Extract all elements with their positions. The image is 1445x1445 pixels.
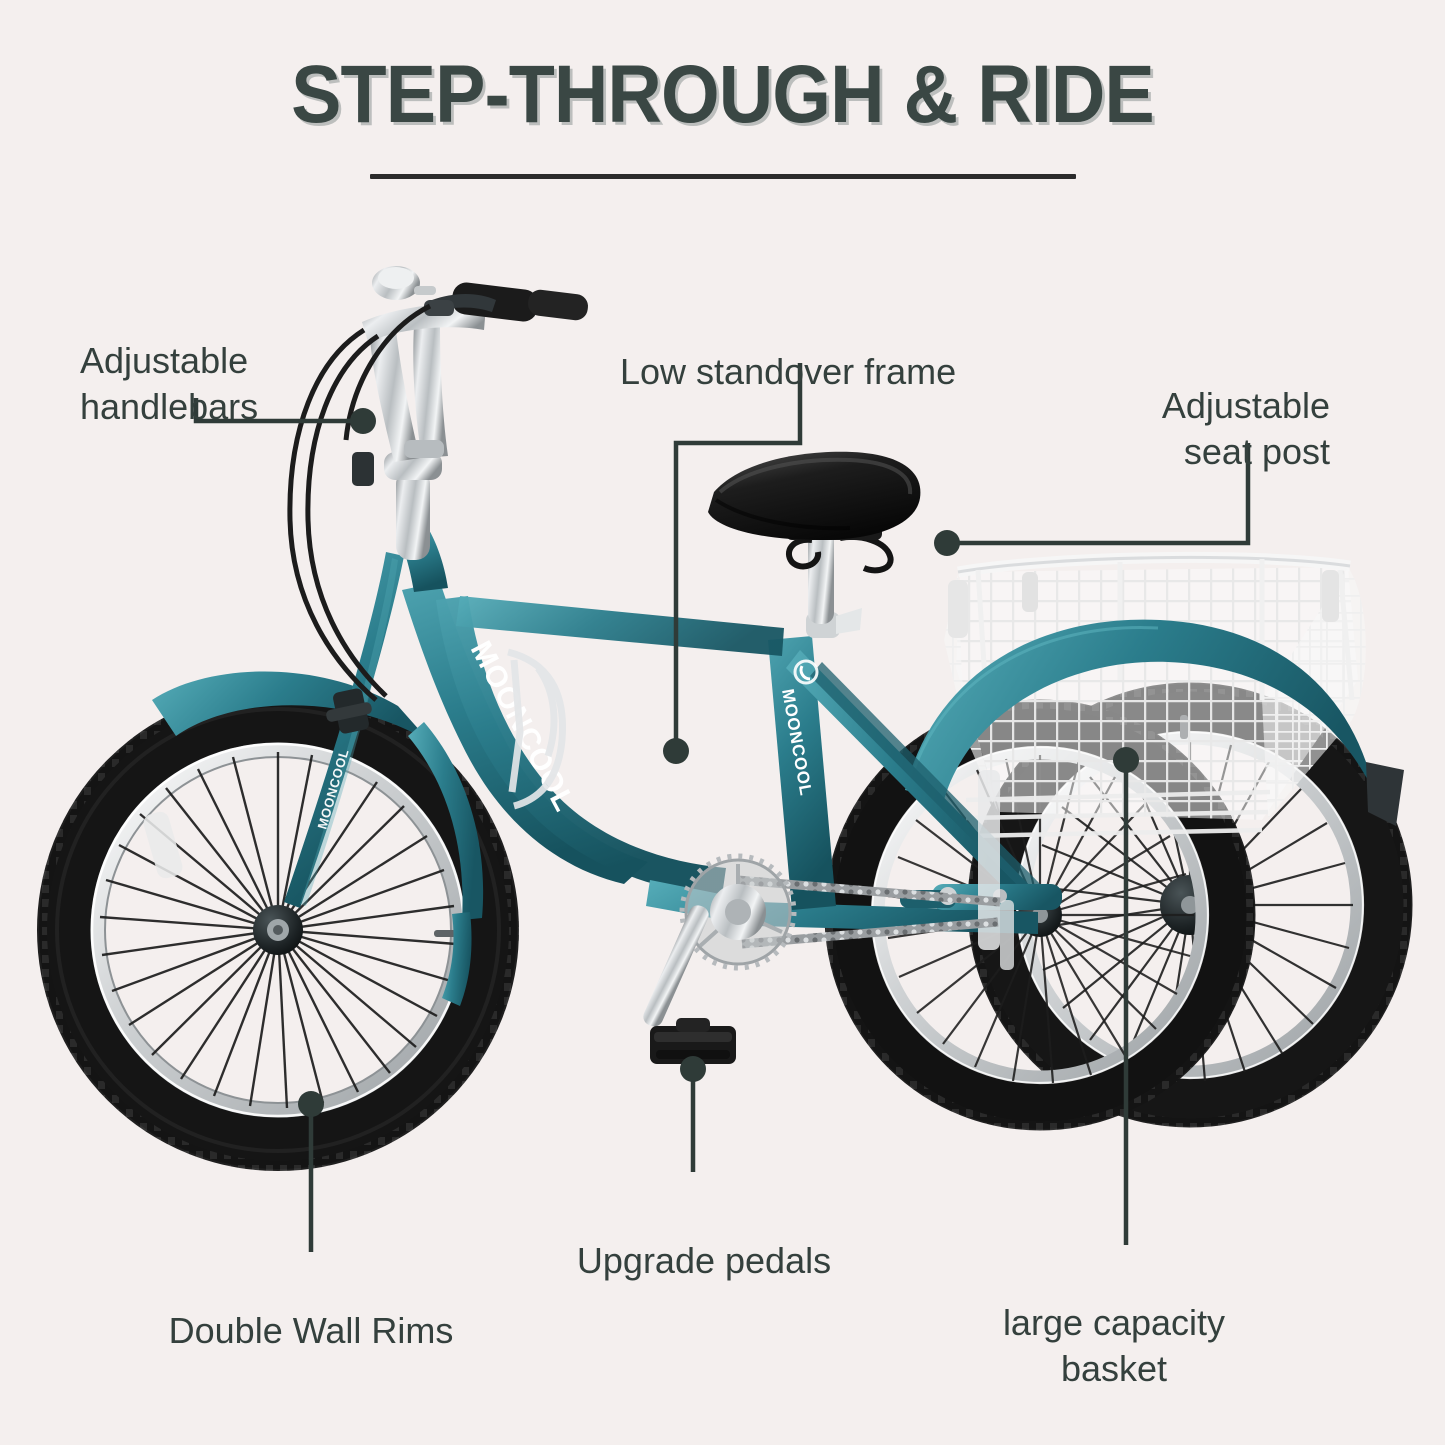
drivetrain: [643, 853, 1001, 1064]
pedal: [650, 1018, 736, 1064]
seat-assembly: [708, 451, 921, 638]
callout-label: Adjustable handlebars: [80, 340, 259, 428]
rear-fender: [905, 619, 1404, 826]
title-divider: [370, 174, 1076, 179]
callout-label: Upgrade pedals: [576, 1240, 832, 1282]
bell: [372, 266, 436, 300]
frame: MOONCOOL: [284, 528, 1062, 970]
callout-double-wall-rims: Double Wall Rims: [169, 1262, 454, 1354]
handlebars: [287, 266, 588, 702]
callout-adjustable-seat-post: Adjustable seat post: [1162, 337, 1330, 475]
bottle-cage: [507, 648, 567, 810]
callout-adjustable-handlebars: Adjustable handlebars: [80, 292, 258, 430]
callout-label: Low standover frame: [620, 351, 957, 393]
callout-upgrade-pedals: Upgrade pedals: [577, 1192, 831, 1284]
callout-low-standover-frame: Low standover frame: [620, 303, 956, 395]
callout-label: large capacity basket: [1002, 1302, 1226, 1390]
callout-label: Double Wall Rims: [168, 1310, 454, 1352]
callout-label: Adjustable seat post: [1161, 385, 1330, 473]
callout-large-capacity-basket: large capacity basket: [1003, 1254, 1225, 1392]
page-title: STEP-THROUGH & RIDE: [291, 49, 1155, 140]
